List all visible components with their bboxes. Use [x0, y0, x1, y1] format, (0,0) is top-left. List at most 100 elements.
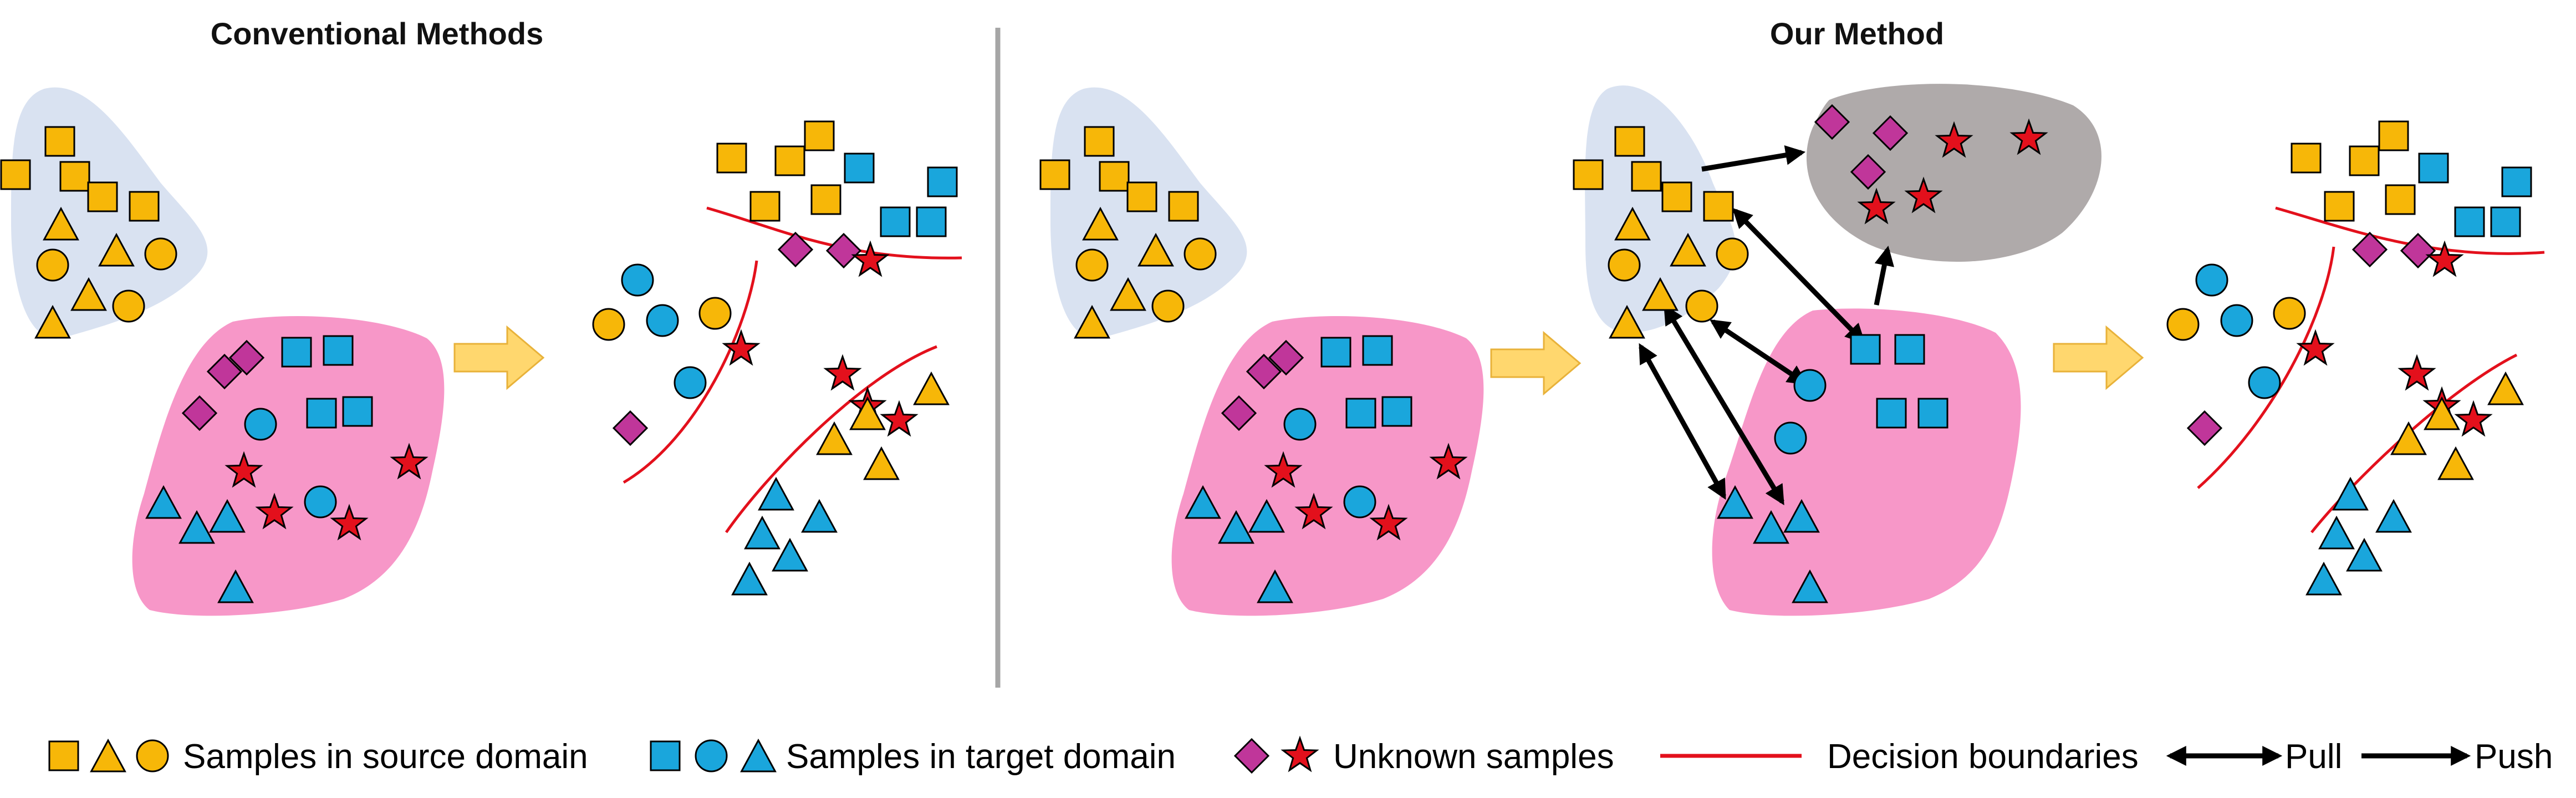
- left-out-s-sq-3: [749, 191, 781, 222]
- left-out-s-sq-4: [810, 184, 841, 215]
- mid-s-ci-9: [1075, 248, 1109, 282]
- right-out-u-di-9: [2351, 231, 2388, 268]
- mid-t-ci-8: [1343, 485, 1376, 519]
- ours-t-tr-26: [1753, 510, 1789, 544]
- right-out-t-sq-8: [2490, 206, 2521, 237]
- push-arrow-to-unknown-1: [1701, 145, 1806, 172]
- right-out-s-tr-22: [2487, 371, 2524, 405]
- ours-t-sq-21: [1876, 398, 1907, 429]
- ours-u-st-17: [1857, 187, 1896, 225]
- ours-u-st-18: [1904, 176, 1943, 214]
- title-conventional: Conventional Methods: [211, 16, 543, 51]
- left-out-s-tr-22: [913, 371, 950, 405]
- right-out-s-tr-24: [2390, 421, 2427, 455]
- left-out-u-st-12: [722, 329, 761, 366]
- left-out-t-tr-27: [801, 499, 838, 533]
- ours-s-ci-10: [1716, 237, 1749, 271]
- left-u-st-9: [225, 451, 263, 488]
- legend-target-circle: [695, 739, 728, 772]
- right-out-t-tr-29: [2346, 537, 2383, 572]
- left-s-tr-8: [34, 304, 71, 339]
- left-out-t-tr-30: [731, 561, 768, 596]
- left-t-ci-7: [244, 408, 277, 441]
- ours-s-sq-2: [1631, 161, 1662, 192]
- legend-unknown-diamond: [1233, 738, 1270, 774]
- target-domain-region-ours: [1712, 308, 2021, 616]
- left-t-sq-3: [281, 337, 312, 368]
- mid-s-sq-2: [1099, 161, 1130, 192]
- mid-t-tr-14: [1218, 510, 1254, 544]
- left-t-sq-4: [323, 335, 354, 366]
- mid-s-sq-4: [1168, 191, 1199, 222]
- left-s-ci-10: [144, 237, 177, 271]
- legend-target-square: [650, 740, 681, 771]
- left-out-t-ci-17: [621, 263, 654, 297]
- mid-s-sq-0: [1084, 126, 1115, 157]
- mid-u-di-1: [1268, 339, 1304, 376]
- mid-t-tr-16: [1257, 569, 1293, 603]
- mid-s-ci-11: [1151, 289, 1185, 323]
- right-out-u-di-10: [2400, 232, 2436, 269]
- left-u-st-10: [255, 492, 294, 530]
- right-out-s-tr-23: [2424, 396, 2460, 430]
- ours-t-tr-25: [1717, 485, 1753, 519]
- left-s-sq-3: [87, 181, 118, 212]
- right-out-t-ci-18: [2220, 304, 2253, 337]
- right-out-t-ci-17: [2195, 263, 2228, 297]
- left-s-sq-2: [59, 161, 90, 192]
- legend-unknown-star: [1281, 735, 1319, 772]
- right-out-s-ci-20: [2166, 308, 2200, 341]
- left-out-t-tr-26: [758, 476, 794, 511]
- right-out-t-tr-26: [2332, 476, 2369, 511]
- left-s-tr-6: [98, 232, 135, 267]
- left-out-u-di-9: [777, 231, 814, 268]
- ours-s-sq-3: [1661, 181, 1692, 212]
- mid-u-st-12: [1429, 443, 1468, 480]
- left-u-di-1: [228, 339, 265, 376]
- ours-s-ci-11: [1685, 289, 1718, 323]
- left-t-sq-5: [306, 398, 337, 429]
- left-out-u-di-10: [825, 232, 862, 269]
- left-out-t-tr-29: [772, 537, 808, 572]
- right-out-t-tr-30: [2305, 561, 2342, 596]
- right-out-t-sq-5: [2418, 153, 2449, 184]
- boundary-left-1: [706, 206, 962, 260]
- left-s-ci-11: [112, 289, 145, 323]
- mid-s-tr-6: [1137, 232, 1174, 267]
- pull-arrow-1: [1732, 207, 1866, 344]
- mid-s-tr-7: [1110, 277, 1146, 311]
- left-out-t-ci-18: [646, 304, 679, 337]
- pull-arrow-4: [1664, 304, 1784, 506]
- mid-u-st-11: [1369, 504, 1408, 541]
- left-out-t-sq-5: [844, 153, 875, 184]
- left-u-di-2: [181, 395, 218, 431]
- legend-pull-label: Pull: [2285, 738, 2342, 776]
- mid-s-ci-10: [1184, 237, 1217, 271]
- ours-t-ci-24: [1774, 421, 1807, 455]
- mid-u-di-2: [1221, 395, 1257, 431]
- left-out-t-ci-19: [674, 366, 707, 399]
- left-out-u-st-11: [851, 240, 890, 277]
- boundary-right-1: [2275, 206, 2545, 255]
- right-out-u-st-11: [2425, 240, 2464, 277]
- ours-u-st-16: [2009, 118, 2048, 155]
- right-out-u-di-16: [2186, 410, 2223, 446]
- left-t-sq-6: [342, 396, 373, 427]
- boundary-right-2: [2197, 246, 2335, 489]
- mid-s-sq-1: [1039, 159, 1070, 190]
- left-t-ci-8: [304, 485, 337, 519]
- left-out-s-sq-2: [804, 120, 835, 151]
- legend-source-circle: [136, 739, 169, 772]
- right-out-s-sq-4: [2385, 184, 2416, 215]
- right-out-t-tr-27: [2375, 499, 2412, 533]
- right-out-t-sq-7: [2454, 206, 2485, 237]
- left-t-tr-15: [209, 499, 246, 533]
- right-out-u-st-12: [2296, 329, 2335, 366]
- mid-s-tr-8: [1074, 304, 1110, 339]
- left-out-u-st-14: [880, 400, 919, 437]
- right-out-t-ci-19: [2248, 366, 2281, 399]
- legend-push-label: Push: [2475, 738, 2553, 776]
- mid-t-ci-7: [1283, 408, 1317, 441]
- mid-u-di-0: [1246, 353, 1282, 390]
- ours-t-sq-22: [1917, 398, 1948, 429]
